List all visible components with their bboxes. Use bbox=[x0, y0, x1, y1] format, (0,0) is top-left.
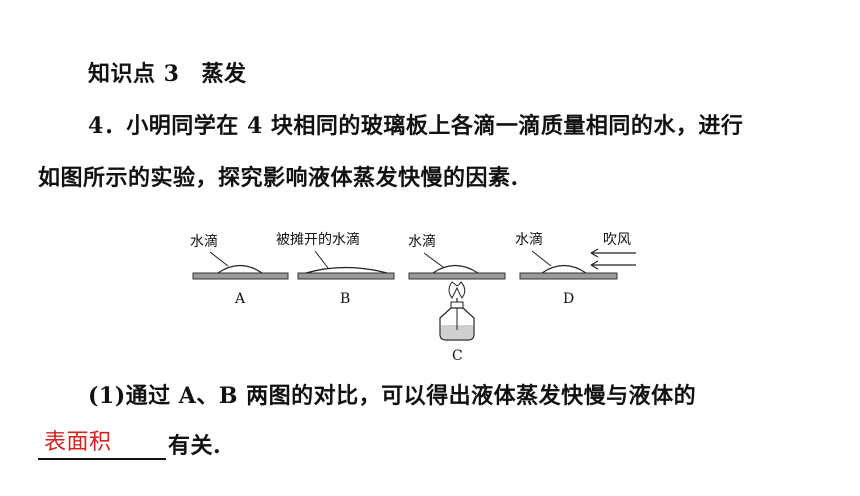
subquestion-text-line-1: (1)通过 A、B 两图的对比，可以得出液体蒸发快慢与液体的 bbox=[88, 383, 697, 409]
panel-d: 水滴 吹风 D bbox=[515, 231, 636, 307]
panel-c: 水滴 C bbox=[408, 233, 506, 364]
leader-line-b bbox=[314, 250, 329, 269]
question-text-line-2: 如图所示的实验，探究影响液体蒸发快慢的因素. bbox=[38, 165, 519, 191]
water-drop-d bbox=[541, 264, 587, 274]
glass-plate-a bbox=[192, 272, 289, 280]
glass-plate-d bbox=[519, 272, 618, 280]
water-drop-label-d: 水滴 bbox=[515, 231, 543, 248]
water-drop-label-a: 水滴 bbox=[190, 233, 218, 250]
glass-plate-c bbox=[408, 272, 506, 280]
answer-blank[interactable]: 表面积 bbox=[38, 430, 166, 460]
panel-label-a: A bbox=[234, 291, 246, 307]
water-drop-a bbox=[217, 264, 263, 274]
glass-plate-b bbox=[297, 272, 395, 280]
leader-line-c bbox=[423, 252, 444, 268]
wind-label-d: 吹风 bbox=[603, 232, 631, 248]
subquestion-suffix: 有关. bbox=[168, 433, 222, 459]
panel-label-d: D bbox=[563, 291, 574, 307]
panel-label-b: B bbox=[340, 291, 350, 307]
alcohol-lamp-icon bbox=[439, 281, 475, 341]
water-drop-b-spread bbox=[305, 266, 388, 274]
wind-arrows-icon bbox=[590, 248, 636, 270]
section-number: 知识点 3 bbox=[88, 61, 180, 87]
spread-drop-label-b: 被摊开的水滴 bbox=[276, 231, 360, 248]
panel-b: 被摊开的水滴 B bbox=[276, 231, 395, 307]
subquestion-text-line-2: 表面积 有关. bbox=[38, 428, 222, 460]
water-drop-label-c: 水滴 bbox=[408, 233, 436, 250]
leader-line-d bbox=[531, 250, 552, 267]
panel-a: 水滴 A bbox=[190, 233, 289, 307]
section-title: 蒸发 bbox=[201, 61, 247, 87]
leader-line-a bbox=[209, 251, 229, 267]
question-text-line-1: 4．小明同学在 4 块相同的玻璃板上各滴一滴质量相同的水，进行 bbox=[88, 113, 744, 139]
panel-label-c: C bbox=[452, 348, 463, 364]
answer-text: 表面积 bbox=[44, 430, 112, 455]
water-drop-c bbox=[432, 264, 479, 274]
section-heading: 知识点 3 蒸发 bbox=[88, 56, 246, 88]
